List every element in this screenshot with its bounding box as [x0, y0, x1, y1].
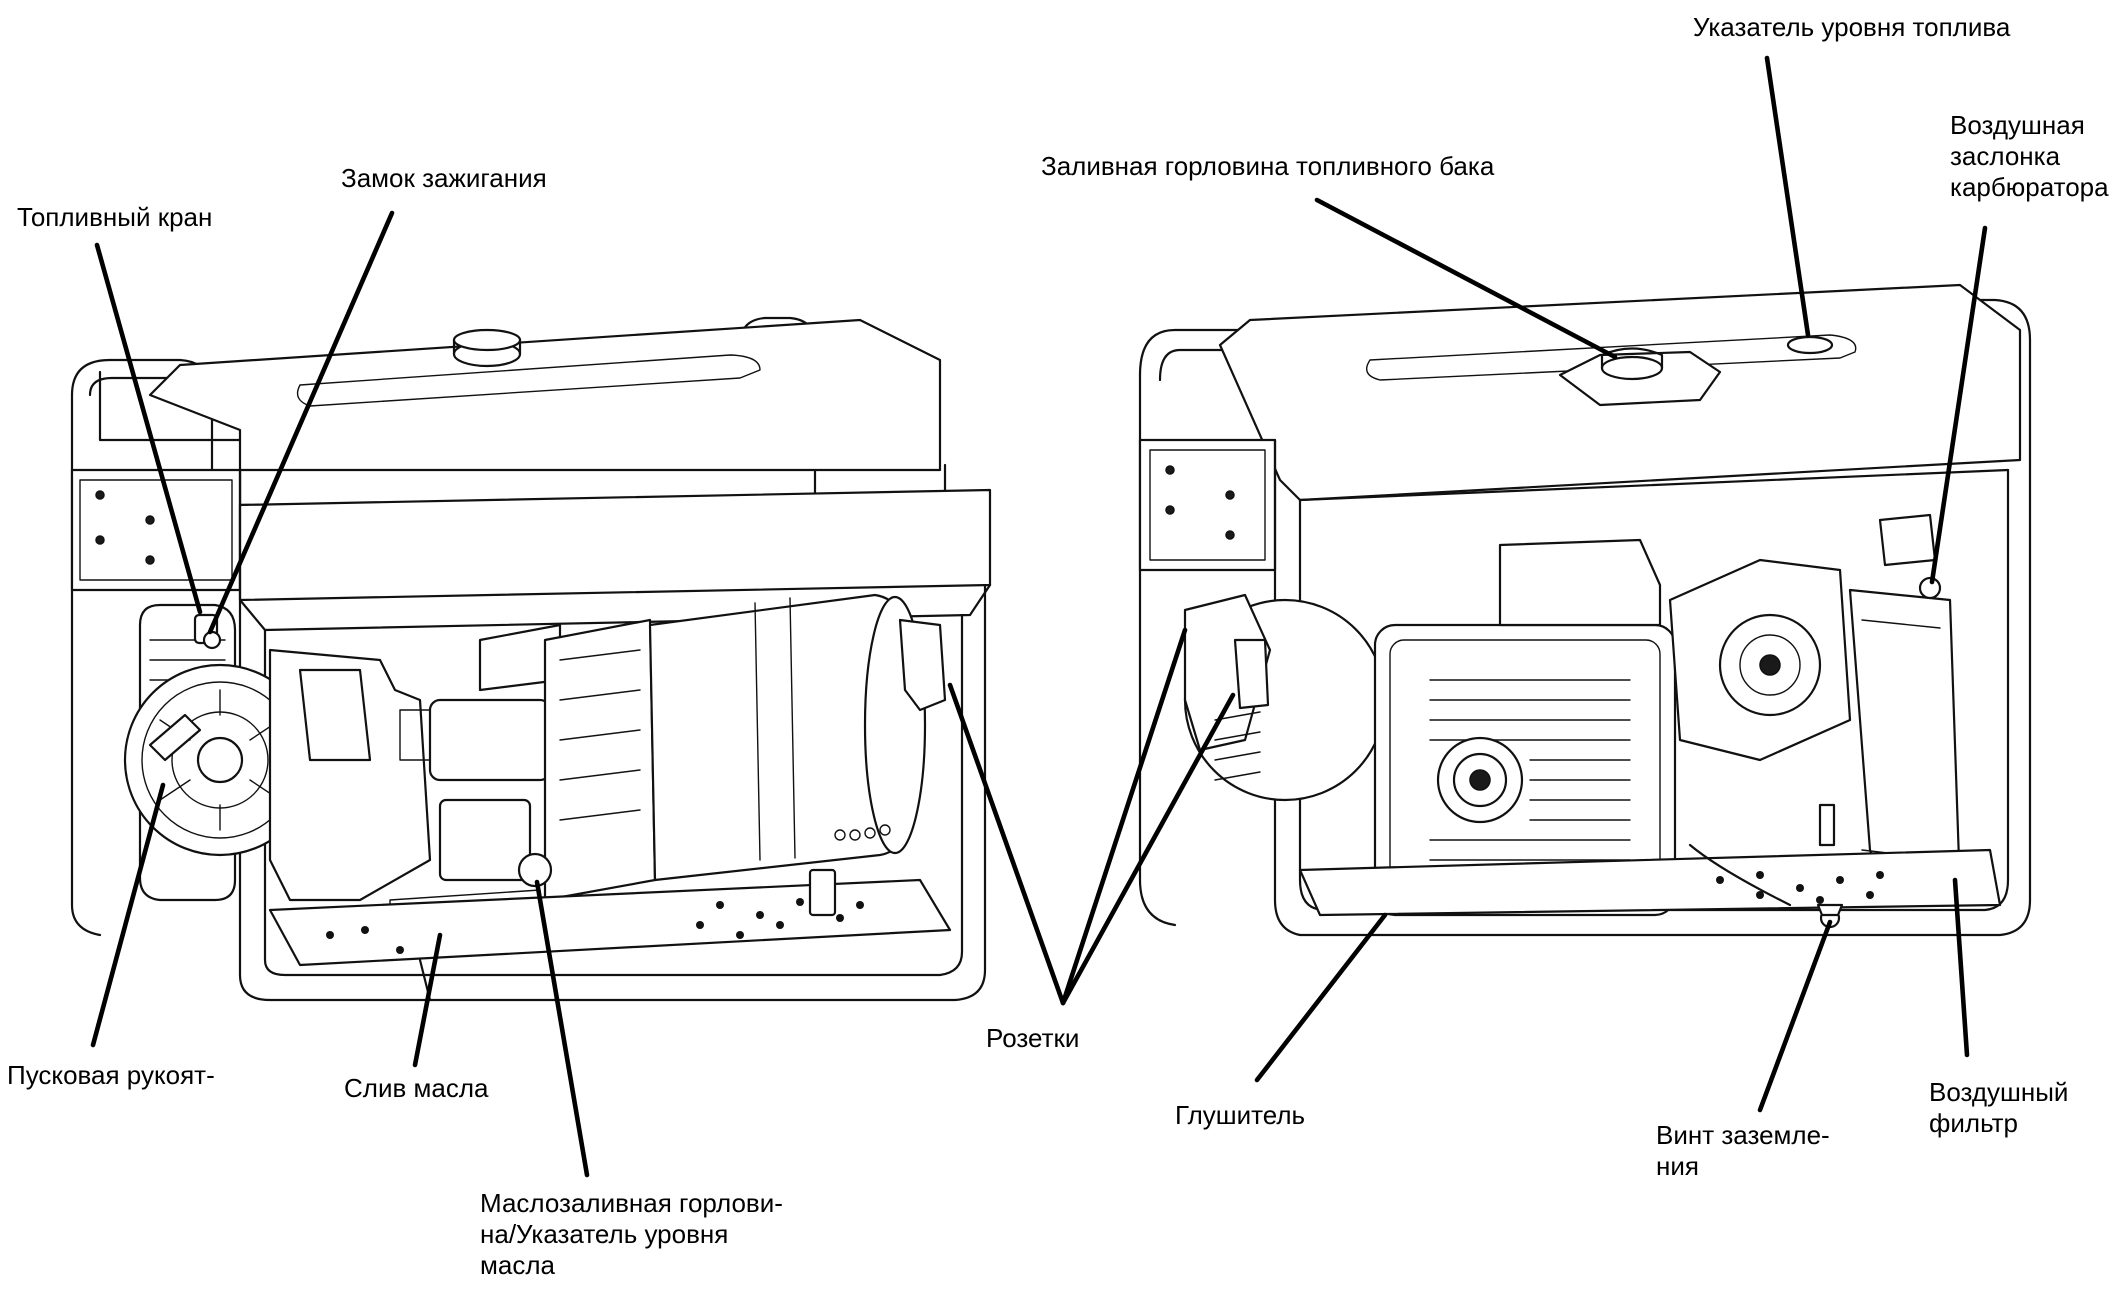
leader-outlet-mid — [1060, 627, 1188, 1006]
leader-lines — [90, 55, 1988, 1178]
leader-fuel-valve — [94, 242, 203, 615]
label-oil-drain: Слив масла — [344, 1073, 489, 1103]
label-air-filter: Воздушный фильтр — [1929, 1077, 2069, 1138]
label-outlets: Розетки — [986, 1023, 1080, 1053]
left-generator — [70, 316, 992, 1002]
leader-outlet-left — [947, 682, 1066, 1006]
label-fuel-cap: Заливная горловина топливного бака — [1041, 151, 1495, 181]
leader-fuel-cap — [1314, 197, 1618, 360]
leader-outlet-right — [1060, 692, 1236, 1006]
leader-air-filter — [1952, 877, 1970, 1058]
leader-oil-fill — [534, 879, 590, 1178]
leader-recoil-starter — [90, 782, 166, 1048]
leader-ignition — [207, 210, 395, 635]
label-choke: Воздушная заслонка карбюратора — [1950, 110, 2109, 202]
label-recoil-starter: Пусковая рукоят- — [7, 1060, 215, 1090]
label-muffler: Глушитель — [1175, 1100, 1306, 1130]
right-generator — [1138, 283, 2032, 937]
leader-oil-drain — [412, 932, 443, 1068]
label-fuel-gauge: Указатель уровня топлива — [1693, 12, 2011, 42]
leader-fuel-gauge — [1764, 55, 1811, 338]
leader-ground-screw — [1757, 919, 1833, 1113]
label-ground-screw: Винт заземле- ния — [1656, 1120, 1830, 1181]
label-oil-fill: Маслозаливная горлови- на/Указатель уров… — [480, 1188, 783, 1280]
label-ignition-switch: Замок зажигания — [341, 163, 547, 193]
leader-choke — [1929, 225, 1988, 585]
leader-muffler — [1254, 912, 1388, 1083]
label-fuel-valve: Топливный кран — [17, 202, 213, 232]
